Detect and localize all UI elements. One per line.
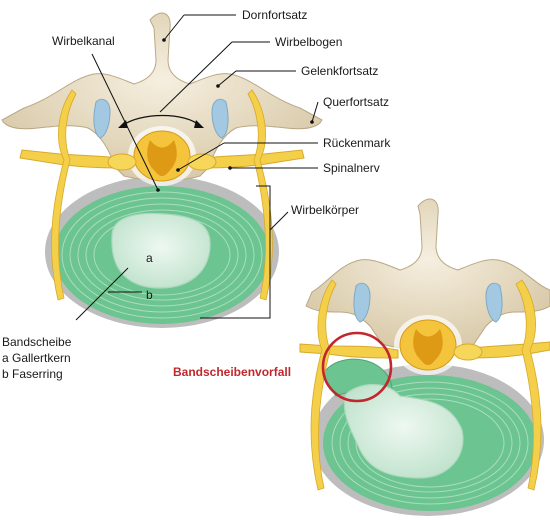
- herniated-right-facet: [485, 282, 503, 323]
- label-querfortsatz: Querfortsatz: [323, 95, 390, 109]
- herniated-fibre-lines: [331, 381, 529, 505]
- arch-arrow: [121, 114, 201, 127]
- herniated-cord-grey-matter: [413, 329, 443, 365]
- left-nerve-branch: [51, 89, 77, 301]
- leader-wirbelbogen: [159, 41, 233, 113]
- herniation-highlight-circle: [321, 331, 393, 403]
- right-nerve-branch: [247, 89, 273, 301]
- vertebral-arch: [1, 12, 323, 181]
- cord-grey-matter: [147, 140, 177, 176]
- label-faserring: b Faserring: [2, 367, 63, 381]
- annulus-fibre-lines: [61, 191, 263, 319]
- nucleus-pulposus: [111, 212, 211, 289]
- leader-lines: [75, 14, 319, 321]
- left-facet: [93, 98, 111, 139]
- left-ganglion: [107, 153, 137, 171]
- label-rueckenmark: Rückenmark: [323, 136, 391, 150]
- leader-querfortsatz: [311, 101, 319, 123]
- leader-wirbelkanal: [91, 53, 159, 191]
- label-gallertkern: a Gallertkern: [2, 351, 71, 365]
- leader-dots: [156, 38, 314, 192]
- leader-wirbelkoerper-bracket: [200, 185, 271, 319]
- herniated-vertebra: [299, 198, 550, 516]
- leader-wirbelkoerper: [269, 211, 289, 231]
- right-facet: [211, 98, 229, 139]
- herniated-left-facet: [353, 282, 371, 323]
- leader-rueckenmark: [177, 142, 225, 171]
- label-spinalnerv: Spinalnerv: [323, 161, 380, 175]
- leader-dornfortsatz: [163, 14, 185, 41]
- label-dornfortsatz: Dornfortsatz: [242, 8, 308, 22]
- label-wirbelbogen: Wirbelbogen: [275, 35, 343, 49]
- label-wirbelkanal: Wirbelkanal: [52, 34, 115, 48]
- label-wirbelkoerper: Wirbelkörper: [291, 203, 360, 217]
- right-ganglion: [187, 153, 217, 171]
- herniated-left-branch: [310, 279, 337, 491]
- leader-gelenkfortsatz: [217, 70, 237, 87]
- herniated-right-branch: [515, 279, 542, 491]
- arch-arrowhead-right: [194, 120, 204, 128]
- label-gelenkfortsatz: Gelenkfortsatz: [301, 64, 379, 78]
- label-bandscheibe: Bandscheibe: [2, 335, 72, 349]
- leader-bandscheibe: [75, 267, 129, 321]
- label-bandscheibenvorfall: Bandscheibenvorfall: [173, 365, 292, 379]
- herniated-nucleus: [343, 384, 464, 479]
- label-letter-b: b: [146, 288, 153, 302]
- healthy-vertebra: [1, 12, 323, 328]
- label-letter-a: a: [146, 251, 153, 265]
- herniated-right-ganglion: [453, 343, 483, 361]
